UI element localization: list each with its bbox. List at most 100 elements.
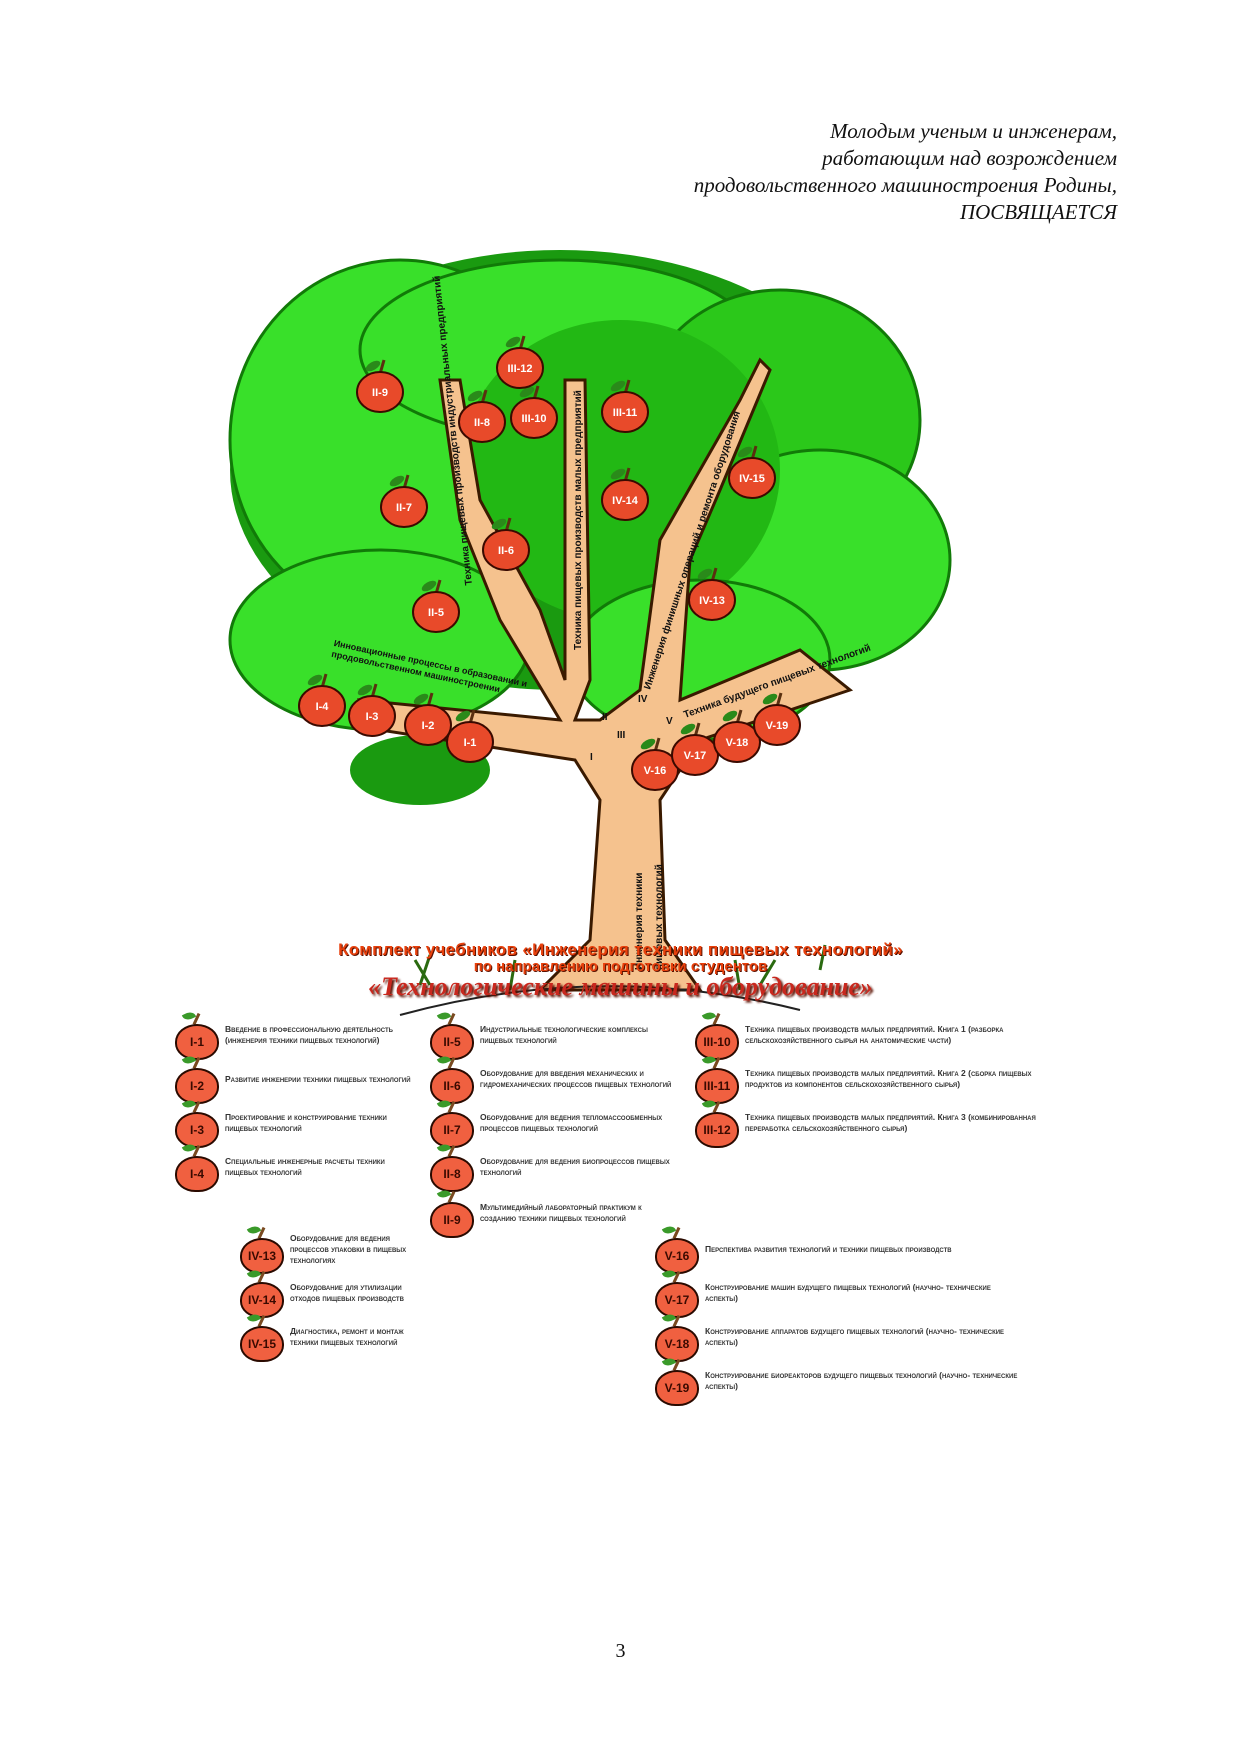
apple-label: III-12 — [507, 363, 532, 375]
dedication-line: Молодым ученым и инженерам, — [830, 119, 1117, 143]
trunk-label: Инженерия техники — [634, 873, 645, 970]
legend-item-id: III-10 — [695, 1024, 739, 1060]
legend-item: I-1 Введение в профессиональную деятельно… — [175, 1009, 420, 1060]
tree-illustration: Техника пищевых производств индустриальн… — [228, 250, 952, 1016]
apple-label: II-9 — [372, 387, 388, 399]
apple-icon: III-12 — [695, 1097, 739, 1148]
apple-label: V-18 — [726, 737, 749, 749]
apple-icon: IV-13 — [240, 1223, 284, 1274]
apple-ii-8: II-8 — [458, 389, 506, 443]
legend-item-text: Введение в профессиональную деятельность… — [225, 1024, 393, 1045]
legend-item-text: Оборудование для ведения процессов упако… — [290, 1232, 407, 1265]
series-direction: «Технологические машины и оборудование» — [368, 972, 873, 1001]
apple-icon: IV-14 — [240, 1267, 284, 1318]
legend-item: III-11 Техника пищевых производств малых … — [695, 1053, 1045, 1104]
legend-item-text: Оборудование для ведения тепломассообмен… — [480, 1112, 663, 1133]
apple-label: I-4 — [316, 701, 330, 713]
legend-item-id: II-9 — [430, 1202, 474, 1238]
apple-label: V-16 — [644, 765, 667, 777]
legend-item: IV-14 Оборудование для утилизации отходов… — [240, 1267, 425, 1318]
apple-label: IV-14 — [612, 495, 639, 507]
apple-iv-13: IV-13 — [688, 567, 736, 621]
branch-label-III: Техника пищевых производств малых предпр… — [573, 390, 584, 650]
apple-icon: II-5 — [430, 1009, 474, 1060]
apple-icon: V-19 — [655, 1355, 699, 1406]
series-subtitle: по направлению подготовки студентов — [473, 958, 768, 975]
branch-num-II: II — [602, 712, 608, 723]
page-number: 3 — [615, 1640, 626, 1662]
apple-icon: I-2 — [175, 1053, 219, 1104]
apple-icon: I-4 — [175, 1141, 219, 1192]
apple-iii-11: III-11 — [601, 379, 649, 433]
legend-item-text: Конструирование машин будущего пищевых т… — [705, 1282, 991, 1303]
legend-item-text: Диагностика, ремонт и монтаж техники пищ… — [290, 1326, 404, 1347]
legend-item-text: Оборудование для утилизации отходов пище… — [290, 1282, 404, 1303]
branch-num-I: I — [590, 752, 593, 763]
legend-item-id: V-17 — [655, 1282, 699, 1318]
dedication: Молодым ученым и инженерам, работающим н… — [694, 118, 1117, 226]
legend-item-id: II-7 — [430, 1112, 474, 1148]
legend-item-text: Проектирование и конструирование техники… — [225, 1112, 387, 1133]
legend-item-id: II-8 — [430, 1156, 474, 1192]
dedication-line: продовольственного машиностроения Родины… — [693, 173, 1117, 197]
apple-icon: I-3 — [175, 1097, 219, 1148]
legend-item: I-2 Развитие инженерии техники пищевых те… — [175, 1053, 420, 1104]
apple-ii-9: II-9 — [356, 359, 404, 413]
legend-item-text: Оборудование для введения механических и… — [480, 1068, 672, 1089]
apple-label: I-1 — [464, 737, 477, 749]
apple-v-19: V-19 — [753, 692, 801, 746]
apple-icon: III-11 — [695, 1053, 739, 1104]
apple-icon: V-16 — [655, 1223, 699, 1274]
legend-item-id: I-3 — [175, 1112, 219, 1148]
series-title: Комплект учебников «Инженерия техники пи… — [338, 940, 903, 959]
branch-num-III: III — [617, 730, 626, 741]
apple-label: III-10 — [521, 413, 546, 425]
legend-item-text: Оборудование для ведения биопроцессов пи… — [480, 1156, 670, 1177]
legend-item-id: II-6 — [430, 1068, 474, 1104]
apple-label: II-6 — [498, 545, 514, 557]
apple-icon: I-1 — [175, 1009, 219, 1060]
legend-item-text: Развитие инженерии техники пищевых техно… — [225, 1073, 411, 1084]
legend-item-id: III-11 — [695, 1068, 739, 1104]
grass — [399, 944, 827, 1016]
legend-item-id: IV-15 — [240, 1326, 284, 1362]
apple-label: I-3 — [366, 711, 379, 723]
branch-num-IV: IV — [638, 694, 648, 705]
legend-item: I-3 Проектирование и конструирование техн… — [175, 1097, 420, 1148]
apple-ii-7: II-7 — [380, 474, 428, 528]
legend-item-text: Конструирование биореакторов будущего пи… — [705, 1370, 1018, 1391]
legend-item: V-19 Конструирование биореакторов будущег… — [655, 1355, 1025, 1406]
legend-item-text: Конструирование аппаратов будущего пищев… — [705, 1326, 1005, 1347]
apple-label: IV-13 — [699, 595, 725, 607]
apple-label: II-5 — [428, 607, 444, 619]
legend-item-id: I-4 — [175, 1156, 219, 1192]
foliage — [228, 250, 952, 805]
legend-item-text: Специальные инженерные расчеты техники п… — [225, 1156, 385, 1177]
legend-item-text: Индустриальные технологические комплексы… — [480, 1024, 648, 1045]
trunk-label: пищевых технологий — [654, 864, 665, 970]
apple-ii-5: II-5 — [412, 579, 460, 633]
apple-iii-10: III-10 — [510, 385, 558, 439]
apple-icon: V-17 — [655, 1267, 699, 1318]
apple-icon: II-6 — [430, 1053, 474, 1104]
apple-icon: III-10 — [695, 1009, 739, 1060]
legend-item: II-6 Оборудование для введения механическ… — [430, 1053, 680, 1104]
apple-icon: II-9 — [430, 1187, 474, 1238]
legend-item-text: Мультимедийный лабораторный практикум к … — [480, 1202, 642, 1223]
apple-label: IV-15 — [739, 473, 765, 485]
legend-item: II-7 Оборудование для ведения тепломассоо… — [430, 1097, 680, 1148]
legend-item-text: Техника пищевых производств малых предпр… — [745, 1068, 1032, 1089]
apple-icon: II-8 — [430, 1141, 474, 1192]
legend-item-text: Техника пищевых производств малых предпр… — [745, 1112, 1036, 1133]
apple-i-4: I-4 — [298, 673, 346, 727]
legend-item-text: Перспектива развития технологий и техник… — [705, 1243, 952, 1254]
legend-item: II-5 Индустриальные технологические компл… — [430, 1009, 680, 1060]
legend-item-id: III-12 — [695, 1112, 739, 1148]
apple-iii-12: III-12 — [496, 335, 544, 389]
apple-label: V-19 — [766, 720, 789, 732]
apple-icon: IV-15 — [240, 1311, 284, 1362]
